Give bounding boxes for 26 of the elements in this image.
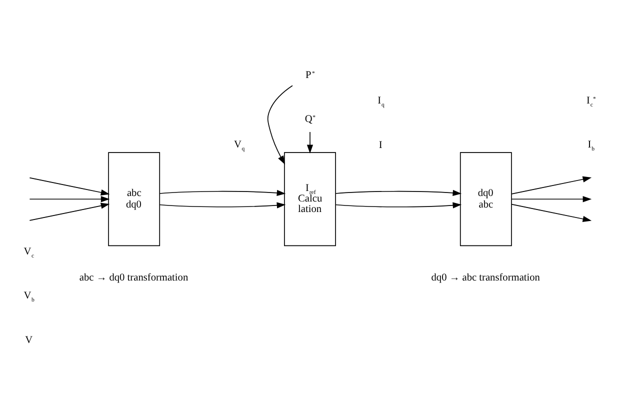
label: dq0 → abc transformation <box>431 272 540 284</box>
arrow <box>159 202 286 208</box>
label: V <box>25 335 33 346</box>
label: I$_{b}$ <box>588 139 595 152</box>
label: V$_{b}$ <box>24 290 34 304</box>
arrow <box>335 202 462 208</box>
arrow <box>29 202 110 221</box>
arrow <box>511 204 592 222</box>
node-box: I$_{ref}$ Calcu lation <box>284 152 336 246</box>
arrow <box>29 196 110 202</box>
arrow <box>267 85 293 165</box>
label: abc → dq0 transformation <box>79 272 188 284</box>
arrow <box>511 196 592 202</box>
arrow <box>511 176 592 194</box>
label: V$_{q}$ <box>234 139 245 152</box>
node-text: P$^{*}$ <box>305 70 315 82</box>
arrow <box>159 190 286 196</box>
arrow <box>29 177 110 196</box>
node-box: dq0 abc <box>460 152 512 246</box>
label: I <box>378 140 382 151</box>
label: I$_{q}$ <box>378 95 384 108</box>
node-text: Q$^{*}$ <box>304 114 316 126</box>
label: V$_{c}$ <box>24 246 34 260</box>
node-box: abc dq0 <box>108 152 160 246</box>
arrow <box>335 190 462 196</box>
arrow <box>306 132 314 154</box>
